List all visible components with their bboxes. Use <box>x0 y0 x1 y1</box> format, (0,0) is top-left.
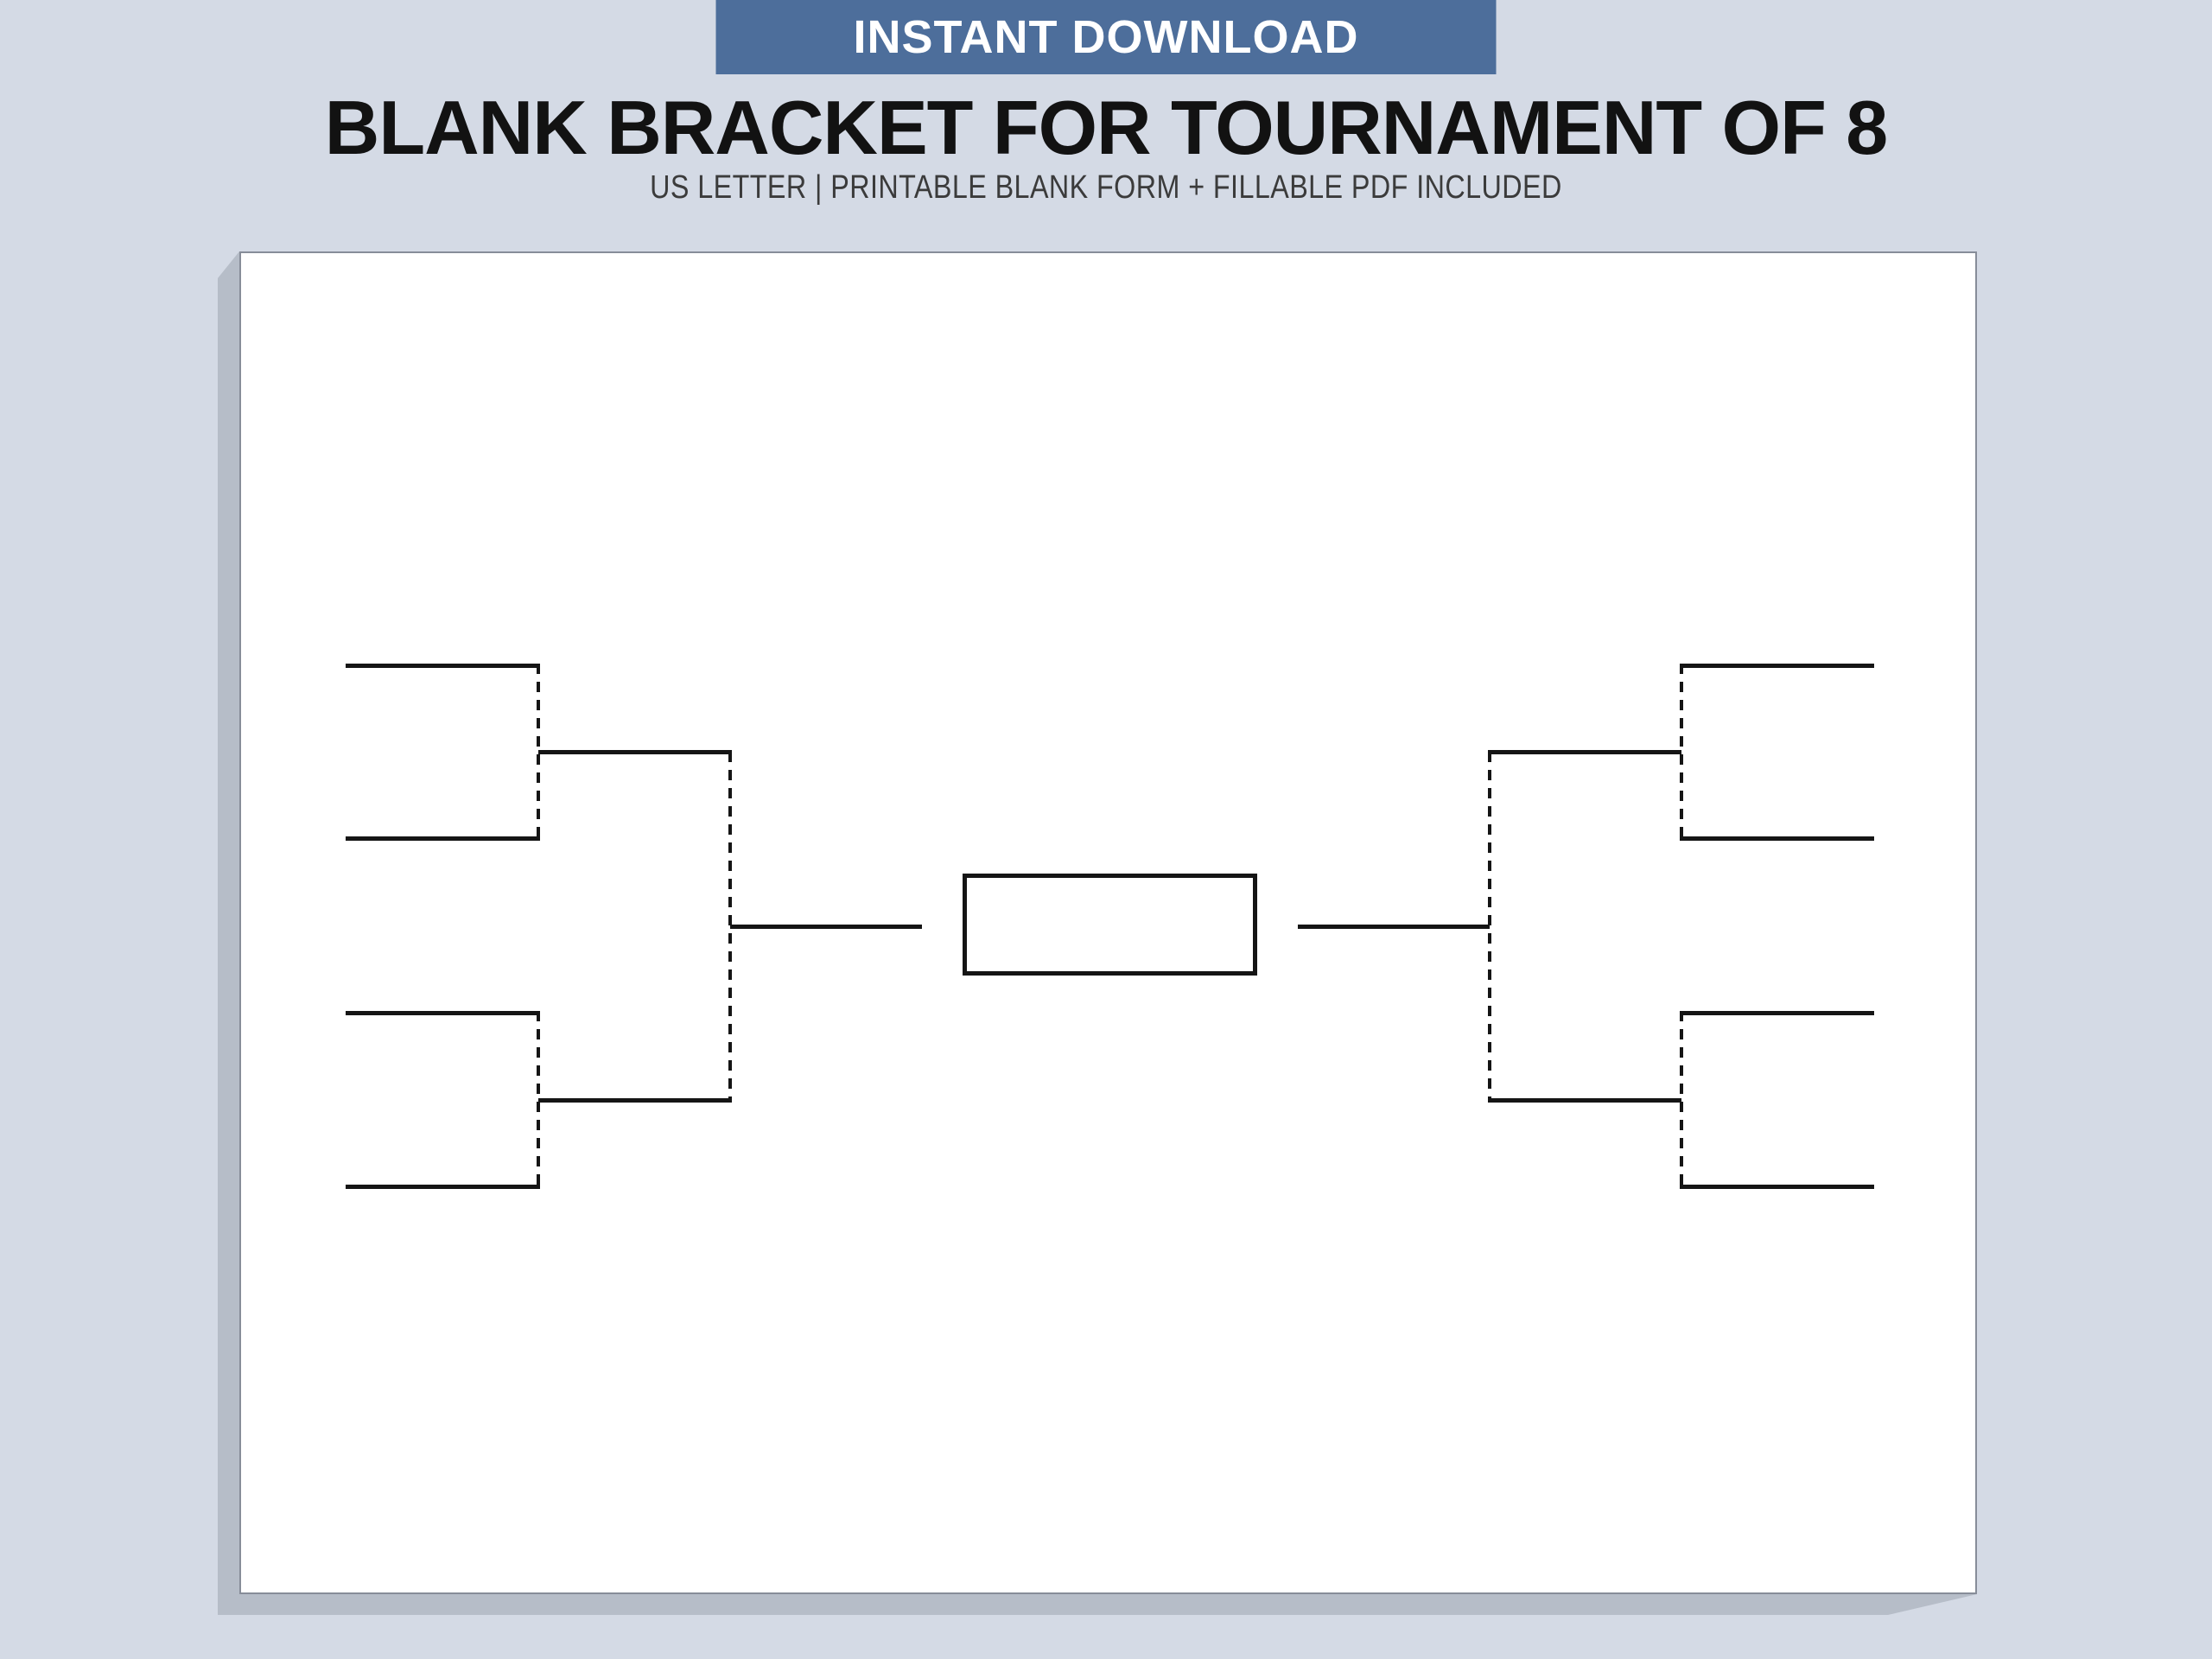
left-team-line-2 <box>346 836 540 841</box>
left-semifinal-line-top <box>538 750 732 754</box>
banner-label: INSTANT DOWNLOAD <box>853 11 1359 63</box>
right-round1-connector-bottom <box>1680 1011 1683 1189</box>
left-team-line-1 <box>346 664 540 668</box>
right-round1-connector-top <box>1680 664 1683 841</box>
letter-sheet <box>239 251 1977 1594</box>
right-team-line-2 <box>1680 836 1874 841</box>
right-semifinal-line-bottom <box>1488 1098 1681 1103</box>
left-team-line-4 <box>346 1185 540 1189</box>
product-title: BLANK BRACKET FOR TOURNAMENT OF 8 <box>324 85 1888 170</box>
right-final-line <box>1298 925 1490 929</box>
champion-box <box>963 874 1257 976</box>
right-team-line-4 <box>1680 1185 1874 1189</box>
left-team-line-3 <box>346 1011 540 1015</box>
instant-download-badge: INSTANT DOWNLOAD <box>715 0 1497 74</box>
right-semifinal-connector <box>1488 752 1491 1103</box>
product-subtitle: US LETTER | PRINTABLE BLANK FORM + FILLA… <box>0 171 2212 204</box>
right-team-line-3 <box>1680 1011 1874 1015</box>
right-team-line-1 <box>1680 664 1874 668</box>
left-semifinal-line-bottom <box>538 1098 732 1103</box>
product-subtitle-text: US LETTER | PRINTABLE BLANK FORM + FILLA… <box>650 169 1562 206</box>
right-semifinal-line-top <box>1488 750 1681 754</box>
left-final-line <box>730 925 922 929</box>
